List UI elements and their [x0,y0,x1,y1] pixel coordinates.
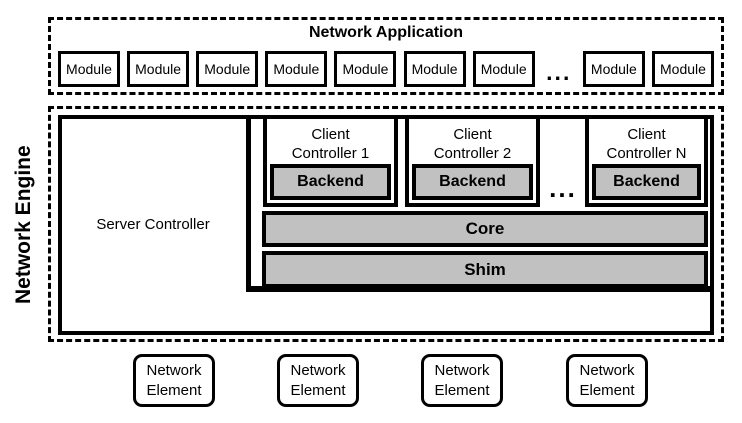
module-box: Module [127,51,190,87]
client-controllers-ellipsis: ... [549,173,577,203]
server-controller-label: Server Controller [96,215,210,233]
network-application-box: Network Application Module Module Module… [48,17,724,95]
module-row: Module Module Module Module Module Modul… [58,51,714,87]
network-application-title: Network Application [308,24,464,41]
client-controller-2-box: Client Controller 2 Backend [405,115,540,207]
module-box: Module [58,51,120,87]
client-controller-1-box: Client Controller 1 Backend [263,115,398,207]
client-controller-n-title: Client Controller N [606,126,687,162]
client-controller-2-title: Client Controller 2 [433,126,512,162]
backend-box: Backend [592,164,701,200]
module-box: Module [265,51,328,87]
core-bar: Core [262,211,708,247]
module-box: Module [334,51,397,87]
module-box: Module [651,51,714,87]
client-controller-n-box: Client Controller N Backend [585,115,708,207]
network-engine-box [48,106,724,342]
network-element-box: Network Element [277,354,359,407]
module-box: Module [403,51,466,87]
backend-box: Backend [270,164,391,200]
module-box: Module [196,51,259,87]
network-element-box: Network Element [133,354,215,407]
client-controller-1-title: Client Controller 1 [291,126,370,162]
network-element-box: Network Element [566,354,648,407]
server-controller-inner-wall [246,115,714,292]
modules-ellipsis: ... [546,59,572,85]
network-engine-label: Network Engine [12,145,35,305]
backend-box: Backend [412,164,533,200]
module-box: Module [582,51,645,87]
shim-bar: Shim [262,251,708,288]
module-box: Module [472,51,535,87]
network-element-box: Network Element [421,354,503,407]
